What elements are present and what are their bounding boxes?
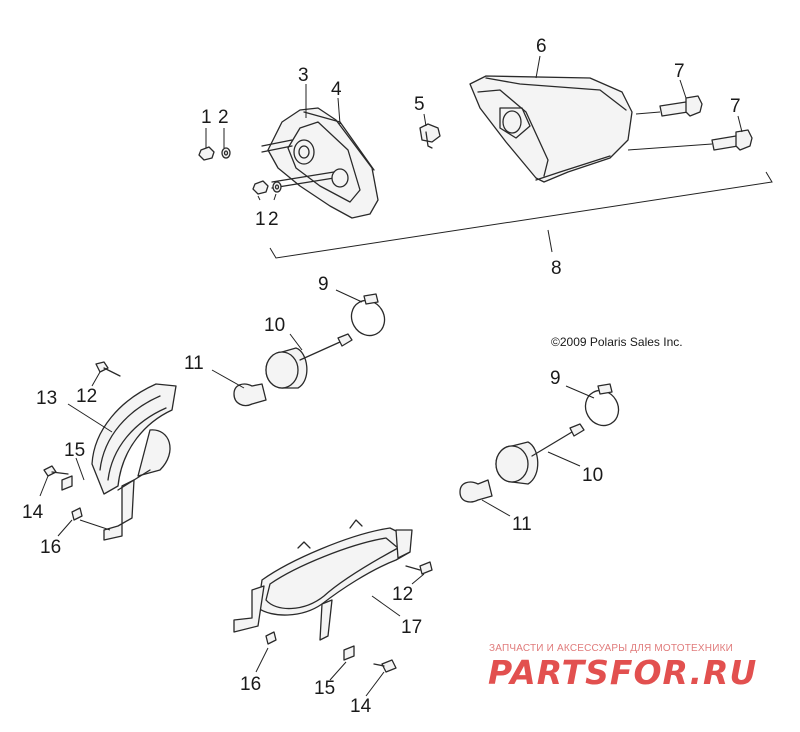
screw-12-left bbox=[95, 361, 121, 377]
callout-14-left: 14 bbox=[22, 502, 44, 523]
callout-17: 17 bbox=[401, 617, 422, 638]
callout-9-left: 9 bbox=[318, 274, 329, 295]
bolt-7-upper bbox=[659, 95, 703, 117]
screw-14-left bbox=[43, 465, 69, 477]
callout-16-bottom: 16 bbox=[240, 674, 261, 695]
nut-1 bbox=[198, 146, 215, 161]
callout-7-upper: 7 bbox=[674, 61, 685, 82]
callout-2: 2 bbox=[218, 107, 229, 128]
nut-1-lower bbox=[252, 180, 269, 195]
bolt-7-lower bbox=[711, 129, 753, 151]
nut-16-left bbox=[71, 507, 83, 521]
callout-11-right: 11 bbox=[512, 514, 532, 535]
callout-9-right: 9 bbox=[550, 368, 561, 389]
callout-7-lower: 7 bbox=[730, 96, 741, 117]
callout-10-left: 10 bbox=[264, 315, 285, 336]
callout-11-left: 11 bbox=[184, 353, 204, 374]
callout-1: 1 bbox=[201, 107, 212, 128]
bulb-11-right bbox=[459, 479, 493, 503]
callout-12-left: 12 bbox=[76, 386, 97, 407]
washer-2-lower bbox=[272, 181, 282, 193]
callout-10-right: 10 bbox=[582, 465, 603, 486]
callout-14-bottom: 14 bbox=[350, 696, 372, 717]
callout-3: 3 bbox=[298, 65, 309, 86]
callout-4: 4 bbox=[331, 79, 342, 100]
screw-14-bottom bbox=[373, 659, 397, 673]
headlight-housing bbox=[469, 75, 633, 183]
callout-5: 5 bbox=[414, 94, 425, 115]
callout-2-lower: 2 bbox=[268, 209, 279, 230]
bezel-17 bbox=[233, 519, 413, 641]
clamp-9-right bbox=[584, 383, 620, 427]
callout-15-bottom: 15 bbox=[314, 678, 335, 699]
bulb-11-left bbox=[233, 383, 267, 407]
screw-5 bbox=[419, 123, 441, 149]
clip-15-left bbox=[61, 475, 73, 491]
clip-15-bottom bbox=[343, 645, 355, 661]
socket-10-left bbox=[265, 333, 353, 389]
copyright-notice: ©2009 Polaris Sales Inc. bbox=[551, 335, 683, 349]
callout-13: 13 bbox=[36, 388, 57, 409]
callout-15-left: 15 bbox=[64, 440, 85, 461]
watermark-tagline: ЗАПЧАСТИ И АКСЕССУАРЫ ДЛЯ МОТОТЕХНИКИ bbox=[489, 643, 733, 654]
socket-10-right bbox=[495, 423, 585, 485]
callout-16-left: 16 bbox=[40, 537, 61, 558]
clamp-9-left bbox=[350, 293, 386, 337]
nut-16-bottom bbox=[265, 631, 277, 645]
callout-12-bottom: 12 bbox=[392, 584, 413, 605]
callout-6: 6 bbox=[536, 36, 547, 57]
callout-1-lower: 1 bbox=[255, 209, 266, 230]
watermark-logo: PARTSFOR.RU bbox=[488, 653, 757, 692]
bezel-13 bbox=[91, 383, 177, 541]
screw-12-bottom bbox=[405, 561, 433, 575]
headlight-bracket bbox=[261, 107, 379, 219]
washer-2 bbox=[221, 147, 231, 159]
callout-8: 8 bbox=[551, 258, 562, 279]
